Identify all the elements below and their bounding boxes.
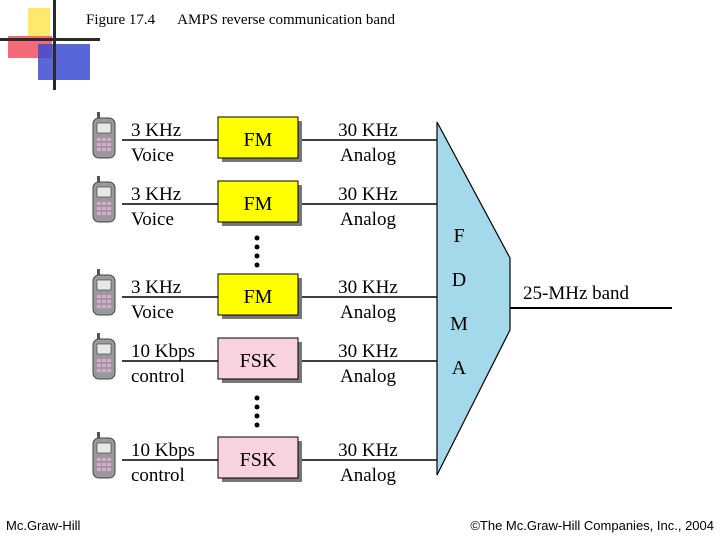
- figure-caption: AMPS reverse communication band: [177, 12, 396, 28]
- copyright-label: ©The Mc.Graw-Hill Companies, Inc., 2004: [470, 518, 714, 533]
- channel-bandwidth-label: 30 KHz: [338, 341, 398, 362]
- input-rate-label: 10 Kbps: [131, 440, 195, 461]
- channel-bandwidth-label: 30 KHz: [338, 440, 398, 461]
- channel-type-label: Analog: [340, 366, 396, 387]
- figure-number: Figure 17.4: [86, 12, 156, 28]
- fdma-multiplexer: [436, 121, 511, 476]
- input-rate-label: 10 Kbps: [131, 341, 195, 362]
- mux-letter: M: [450, 313, 468, 335]
- modulation-label: FSK: [240, 449, 277, 471]
- channel-type-label: Analog: [340, 465, 396, 486]
- input-type-label: control: [131, 366, 185, 387]
- modulation-label: FM: [244, 129, 273, 151]
- modulator-box: [217, 180, 299, 223]
- channel-type-label: Analog: [340, 302, 396, 323]
- modulator-box: [217, 337, 299, 380]
- modulator-box: [217, 273, 299, 316]
- channel-type-label: Analog: [340, 145, 396, 166]
- input-type-label: Voice: [131, 209, 174, 230]
- figure-title: Figure 17.4 AMPS reverse communication ba…: [86, 12, 395, 29]
- cell-phone-icon: [92, 176, 116, 223]
- mux-letter: F: [453, 225, 464, 247]
- ellipsis-dots: [254, 235, 260, 428]
- channel-bandwidth-label: 30 KHz: [338, 184, 398, 205]
- input-type-label: Voice: [131, 302, 174, 323]
- input-rate-label: 3 KHz: [131, 120, 181, 141]
- mux-letter: D: [452, 269, 466, 291]
- modulation-label: FSK: [240, 350, 277, 372]
- input-rate-label: 3 KHz: [131, 184, 181, 205]
- channel-bandwidth-label: 30 KHz: [338, 120, 398, 141]
- modulation-label: FM: [244, 193, 273, 215]
- modulator-box: [217, 436, 299, 479]
- input-type-label: control: [131, 465, 185, 486]
- input-rate-label: 3 KHz: [131, 277, 181, 298]
- output-band-label: 25-MHz band: [523, 283, 630, 304]
- mux-letter: A: [452, 357, 467, 379]
- channel-type-label: Analog: [340, 209, 396, 230]
- cell-phone-icon: [92, 432, 116, 479]
- cell-phone-icon: [92, 333, 116, 380]
- cell-phone-icon: [92, 112, 116, 159]
- modulator-box: [217, 116, 299, 159]
- slide-decoration: [0, 0, 100, 90]
- channel-bandwidth-label: 30 KHz: [338, 277, 398, 298]
- modulation-label: FM: [244, 286, 273, 308]
- input-type-label: Voice: [131, 145, 174, 166]
- publisher-label: Mc.Graw-Hill: [6, 518, 81, 533]
- cell-phone-icon: [92, 269, 116, 316]
